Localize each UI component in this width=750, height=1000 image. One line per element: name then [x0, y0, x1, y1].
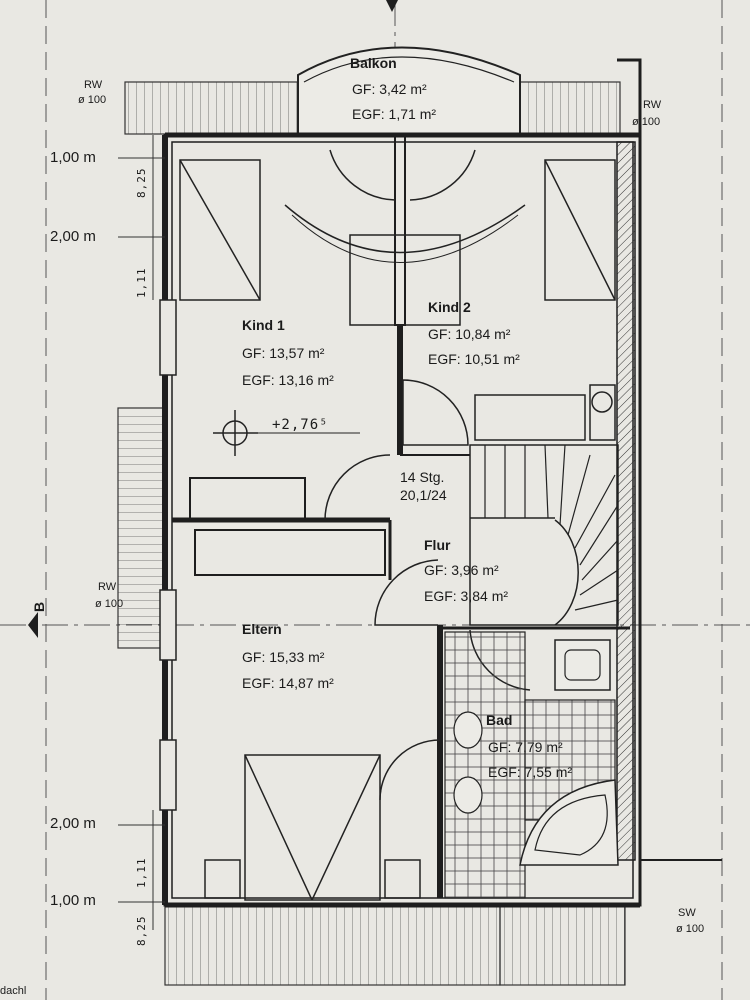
roof-areas: [117, 81, 626, 986]
dim-v-825-bottom: 8,25: [135, 915, 148, 947]
pipe-label-sw-bottom-right: SW: [678, 907, 696, 919]
room-gf-bad: GF: 7,79 m²: [488, 739, 563, 755]
level-value: +2,76⁵: [272, 417, 329, 433]
dim-label-top-2m: 2,00 m: [50, 228, 96, 245]
dimension-leaders: [118, 135, 165, 930]
room-name-bad: Bad: [486, 712, 513, 728]
pipe-size-rw-top-left: ø 100: [78, 94, 107, 106]
room-gf-balkon: GF: 3,42 m²: [352, 81, 427, 97]
pipe-size-sw-bottom-right: ø 100: [676, 923, 705, 935]
pipe-label-rw-top-left: RW: [84, 79, 103, 91]
dim-v-111-bottom: 1,11: [135, 857, 148, 889]
room-egf-kind1: EGF: 13,16 m²: [242, 372, 334, 388]
room-gf-eltern: GF: 15,33 m²: [242, 649, 325, 665]
cut-off-text: dachl: [0, 985, 27, 997]
pipe-size-rw-mid-left: ø 100: [95, 598, 124, 610]
stairs-ratio: 20,1/24: [400, 487, 447, 503]
pipe-size-rw-top-right: ø 100: [632, 116, 661, 128]
dim-label-bottom-2m: 2,00 m: [50, 815, 96, 832]
room-gf-kind2: GF: 10,84 m²: [428, 326, 511, 342]
section-marker-label: B: [31, 601, 47, 612]
room-name-eltern: Eltern: [242, 621, 282, 637]
staircase: [469, 444, 619, 626]
dim-v-825-top: 8,25: [135, 167, 148, 199]
room-name-balkon: Balkon: [350, 55, 397, 71]
dim-label-top-1m: 1,00 m: [50, 149, 96, 166]
room-name-kind1: Kind 1: [242, 317, 285, 333]
room-name-flur: Flur: [424, 537, 451, 553]
section-arrow: [28, 0, 398, 638]
room-egf-bad: EGF: 7,55 m²: [488, 764, 573, 780]
room-egf-kind2: EGF: 10,51 m²: [428, 351, 520, 367]
bathroom: [444, 631, 619, 899]
balcony: [284, 46, 526, 263]
dim-label-bottom-1m: 1,00 m: [50, 892, 96, 909]
room-gf-kind1: GF: 13,57 m²: [242, 345, 325, 361]
dim-v-111-top: 1,11: [135, 267, 148, 299]
room-egf-eltern: EGF: 14,87 m²: [242, 675, 334, 691]
room-egf-balkon: EGF: 1,71 m²: [352, 106, 437, 122]
furniture: [179, 159, 616, 901]
room-name-kind2: Kind 2: [428, 299, 471, 315]
level-marker-symbol: [213, 410, 360, 456]
pipe-label-rw-top-right: RW: [643, 99, 662, 111]
room-egf-flur: EGF: 3,84 m²: [424, 588, 509, 604]
stairs-steps: 14 Stg.: [400, 469, 445, 485]
interior-walls: [172, 134, 630, 898]
room-gf-flur: GF: 3,96 m²: [424, 562, 499, 578]
pipe-label-rw-mid-left: RW: [98, 581, 117, 593]
windows-left: [159, 299, 177, 811]
